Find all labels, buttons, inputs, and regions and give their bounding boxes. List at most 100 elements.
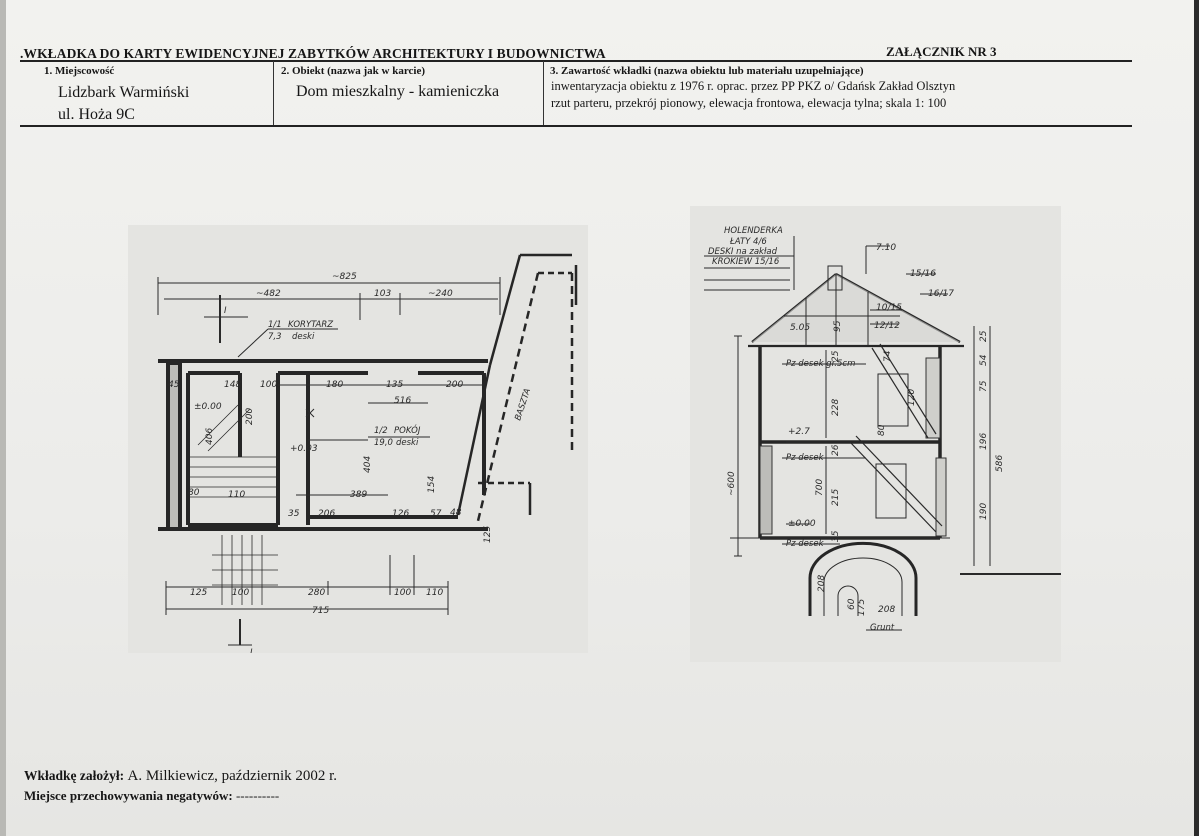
dim-180: 180 — [326, 380, 343, 390]
contents-line-2: rzut parteru, przekrój pionowy, elewacja… — [551, 96, 947, 110]
header-divider-2 — [543, 61, 544, 125]
corridor-number: 1/1 — [268, 320, 282, 330]
corridor-material: deski — [292, 332, 315, 342]
scan-edge — [0, 0, 6, 836]
roof-label-krokiew: KROKIEW 15/16 — [712, 257, 780, 267]
vertical-section-drawing: HOLENDERKA ŁATY 4/6 DESKI na zakład KROK… — [690, 206, 1061, 662]
dim-16-17: 16/17 — [928, 289, 954, 299]
dim-48: 48 — [450, 508, 462, 518]
dim-196: 196 — [979, 433, 989, 450]
dim-80: 80 — [188, 488, 200, 498]
dim-25: 25 — [831, 350, 841, 362]
location-street: ul. Hoża 9C — [58, 106, 135, 123]
founded-by-label: Wkładkę założył: — [24, 768, 125, 783]
dim-600: ~600 — [727, 471, 737, 496]
roof-label-holenderka: HOLENDERKA — [724, 226, 783, 236]
location-label: 1. Miejscowość — [44, 65, 115, 77]
dim-516: 516 — [394, 396, 411, 406]
dim-26: 26 — [831, 444, 841, 456]
negatives-storage-line: Miejsce przechowywania negatywów: ------… — [24, 788, 279, 804]
object-label: 2. Obiekt (nazwa jak w karcie) — [281, 65, 426, 77]
floor-label-pz-desek: Pz desek — [786, 453, 825, 463]
dim-715: 715 — [312, 606, 329, 616]
object-name: Dom mieszkalny - kamieniczka — [296, 83, 500, 100]
room-number: 1/2 — [374, 426, 388, 436]
dim-482: ~482 — [256, 289, 281, 299]
room-material: deski — [396, 438, 419, 448]
vertical-section-svg: HOLENDERKA ŁATY 4/6 DESKI na zakład KROK… — [704, 226, 1061, 633]
dim-825: ~825 — [332, 272, 357, 282]
dim-125b: 125 — [483, 526, 493, 543]
floor-plan-drawing: ~825 ~482 103 ~240 45 148 100 180 135 20… — [128, 225, 588, 653]
negatives-storage-label: Miejsce przechowywania negatywów: — [24, 788, 233, 803]
dim-25b: 25 — [979, 330, 989, 342]
contents-label: 3. Zawartość wkładki (nazwa obiektu lub … — [550, 65, 864, 77]
dim-389: 389 — [350, 490, 367, 500]
section-mark-top: I — [224, 306, 227, 316]
dim-15-16: 15/16 — [910, 269, 936, 279]
roof-label-deski: DESKI na zakład — [708, 247, 778, 257]
dim-135: 135 — [386, 380, 403, 390]
ground-label: Grunt — [870, 623, 895, 633]
dim-74: 74 — [883, 350, 893, 362]
dim-586: 586 — [995, 455, 1005, 472]
header-rule-bottom — [20, 125, 1132, 127]
level-5-05: 5.05 — [790, 323, 810, 333]
dim-12-12: 12/12 — [874, 321, 900, 331]
founded-by-value: A. Milkiewicz, październik 2002 r. — [127, 768, 338, 784]
dim-154: 154 — [427, 476, 437, 493]
level-2-7: +2.7 — [788, 427, 810, 437]
dim-45: 45 — [168, 380, 180, 390]
dim-404: 404 — [363, 456, 373, 473]
dim-175: 175 — [857, 599, 867, 616]
dim-215: 215 — [831, 489, 841, 506]
dim-57: 57 — [430, 509, 442, 519]
dim-200v: 200 — [245, 408, 255, 425]
dim-700: 700 — [815, 479, 825, 496]
dim-228: 228 — [831, 399, 841, 416]
dim-80: 80 — [877, 424, 887, 436]
level-0-03: +0.03 — [290, 444, 318, 454]
dim-110: 110 — [426, 588, 443, 598]
dim-110b: 110 — [228, 490, 245, 500]
tower-label: BASZTA — [513, 387, 533, 422]
level-7-10: 7.10 — [876, 243, 896, 253]
room-name: POKÓJ — [394, 424, 421, 436]
dim-190: 190 — [979, 503, 989, 520]
founded-by-line: Wkładkę założył: A. Milkiewicz, paździer… — [24, 768, 337, 785]
negatives-storage-value: ---------- — [235, 788, 280, 803]
dim-240: ~240 — [428, 289, 453, 299]
dim-35: 35 — [288, 509, 300, 519]
dim-75: 75 — [979, 380, 989, 392]
roof-label-laty: ŁATY 4/6 — [729, 237, 767, 247]
floor-label-pz-gips: Pz desek gr.5cm — [786, 359, 855, 369]
corridor-name: KORYTARZ — [288, 320, 333, 330]
dim-208v: 208 — [817, 575, 827, 592]
location-town: Lidzbark Warmiński — [58, 84, 190, 101]
room-area: 19,0 — [374, 438, 393, 448]
dim-208: 208 — [878, 605, 895, 615]
level-0-00: ±0.00 — [194, 402, 222, 412]
dim-280: 280 — [308, 588, 325, 598]
dim-100c: 100 — [394, 588, 411, 598]
dim-95: 95 — [833, 320, 843, 332]
annex-number: ZAŁĄCZNIK NR 3 — [886, 44, 997, 59]
dim-125: 125 — [190, 588, 207, 598]
dim-10-15: 10/15 — [876, 303, 902, 313]
floor-label-pz-desek-2: Pz desek — [786, 539, 825, 549]
dim-60: 60 — [847, 598, 857, 610]
scan-edge-right — [1194, 0, 1199, 836]
dim-406: 406 — [205, 428, 215, 445]
dim-54: 54 — [979, 354, 989, 366]
dim-126: 126 — [392, 509, 409, 519]
dim-200: 200 — [446, 380, 463, 390]
dim-120: 120 — [907, 389, 917, 406]
document-title: .WKŁADKA DO KARTY EWIDENCYJNEJ ZABYTKÓW … — [20, 46, 606, 61]
corridor-area: 7,3 — [268, 332, 282, 342]
dim-100: 100 — [260, 380, 277, 390]
dim-35: 35 — [831, 530, 841, 542]
level-0-00: ±0.00 — [788, 519, 816, 529]
contents-line-1: inwentaryzacja obiektu z 1976 r. oprac. … — [551, 79, 956, 93]
header-rule-top — [20, 60, 1132, 62]
dim-206: 206 — [318, 509, 335, 519]
